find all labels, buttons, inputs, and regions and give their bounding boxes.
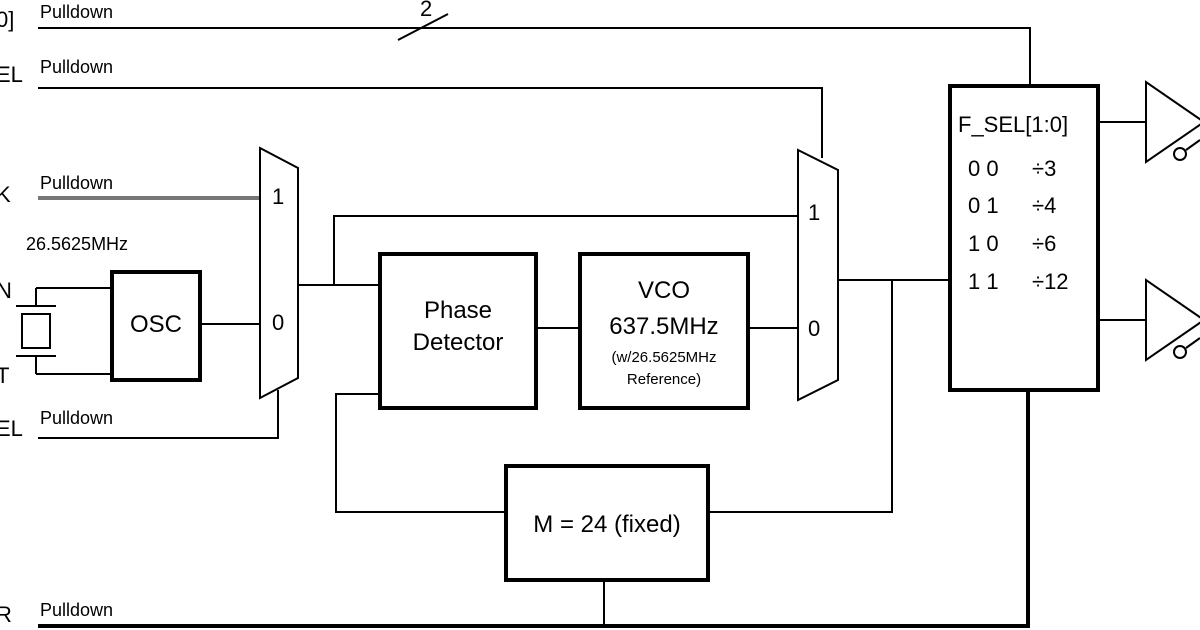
fsel-block [948,84,1100,392]
second-input-wire [38,87,823,158]
top-bus-edge-label: 0] [0,7,14,32]
clk-edge-label: K [0,182,11,207]
fsel-row-code: 0 1 [968,193,999,218]
sel-pulldown: Pulldown [40,408,113,428]
phase-detector-block [378,252,538,410]
feedback-divider-block [504,464,710,582]
top-bus-pulldown: Pulldown [40,2,113,22]
fsel-table: 0 0 ÷3 0 1 ÷4 1 0 ÷6 1 1 ÷12 [968,156,1069,294]
fsel-row-div: ÷12 [1032,269,1069,294]
osc-label: OSC [130,311,182,338]
phase-detector-line1: Phase [424,297,492,324]
mux2-in1-label: 1 [808,200,820,225]
bus-slash [397,13,449,41]
mux1-in1-label: 1 [272,184,284,209]
bottom-pulldown: Pulldown [40,600,113,620]
inverter-bubble-icon [1173,345,1187,359]
feedback-return-wire [335,393,506,513]
feedback-tap-wire [708,280,893,513]
feedback-label: M = 24 (fixed) [533,511,680,538]
mux1-in0-label: 0 [272,310,284,335]
second-pulldown: Pulldown [40,57,113,77]
mux1 [259,146,299,400]
bottom-input-wire [38,390,1030,628]
fsel-row-div: ÷4 [1032,193,1056,218]
inverter-bubble-icon [1173,147,1187,161]
output-1-aux [1185,139,1200,151]
top-bus-wire [38,27,1031,86]
vco-line1: VCO [638,277,690,304]
xtal-out-label: T [0,363,9,388]
output-buffer-1 [1145,80,1200,164]
mux2-in0-label: 0 [808,316,820,341]
crystal-icon [16,305,56,357]
bottom-edge-label: R [0,602,12,627]
fsel-row-code: 0 0 [968,156,999,181]
fsel-title: F_SEL[1:0] [958,112,1068,137]
sel-input-wire [38,390,279,439]
xtal-in-label: N [0,278,12,303]
fsel-row-code: 1 1 [968,269,999,294]
fsel-row-code: 1 0 [968,231,999,256]
vco-line3: (w/26.5625MHz [611,349,716,366]
output-2-aux [1185,337,1200,349]
vco-line4: Reference) [627,371,701,388]
osc-block [110,270,202,382]
bypass-wire [333,215,800,285]
phase-detector-line2: Detector [413,329,504,356]
fsel-row-div: ÷3 [1032,156,1056,181]
vco-line2: 637.5MHz [609,313,718,340]
vco-block [578,252,750,410]
xtal-frequency: 26.5625MHz [26,234,128,254]
bus-width-label: 2 [420,0,432,21]
fsel-row-div: ÷6 [1032,231,1056,256]
second-edge-label: EL [0,62,23,87]
sel-edge-label: EL [0,416,23,441]
mux2 [797,148,839,402]
output-buffer-2 [1145,278,1200,362]
clk-pulldown: Pulldown [40,173,113,193]
